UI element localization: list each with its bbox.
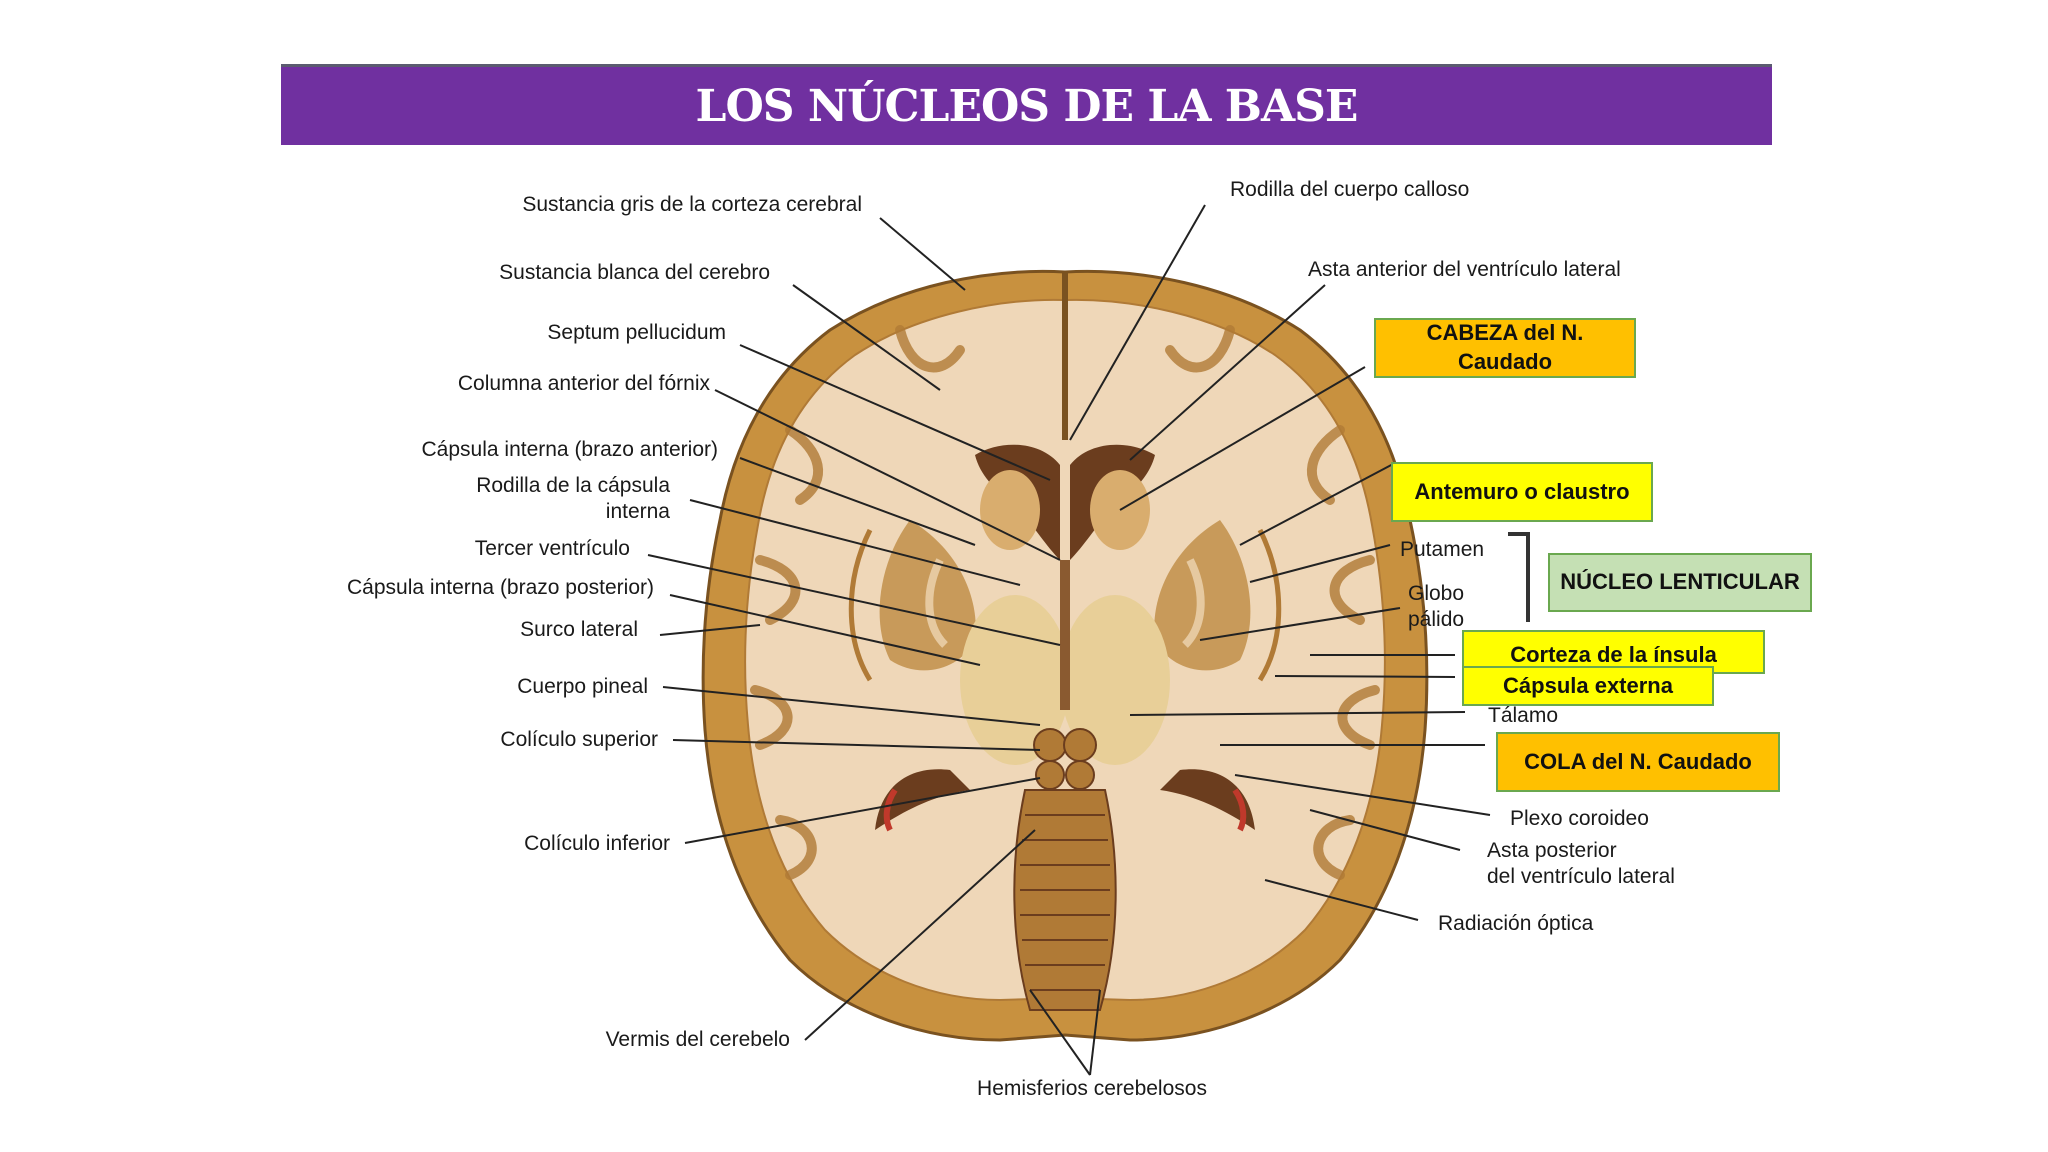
box-nucleo-lenticular: NÚCLEO LENTICULAR [1548,553,1812,612]
label-globo-1: Globo [1408,582,1464,605]
thalamus-left [960,595,1070,765]
box-capsula-externa: Cápsula externa [1462,666,1714,706]
label-coliculo-inferior: Colículo inferior [524,832,670,855]
label-tercer-ventriculo: Tercer ventrículo [475,537,630,560]
label-asta-posterior-2: del ventrículo lateral [1487,865,1675,888]
label-rodilla-capsula-1: Rodilla de la cápsula [476,474,670,497]
label-radiacion: Radiación óptica [1438,912,1594,935]
label-globo-2: pálido [1408,608,1464,631]
cerebellar-vermis [1013,789,1117,1011]
slide-title: LOS NÚCLEOS DE LA BASE [695,80,1359,132]
label-sustancia-gris: Sustancia gris de la corteza cerebral [522,193,862,216]
label-cuerpo-pineal: Cuerpo pineal [517,675,648,698]
label-capsula-posterior: Cápsula interna (brazo posterior) [347,576,654,599]
box-cola-caudado: COLA del N. Caudado [1496,732,1780,792]
title-bar: LOS NÚCLEOS DE LA BASE [281,64,1772,145]
label-septum: Septum pellucidum [547,321,726,344]
label-capsula-anterior: Cápsula interna (brazo anterior) [422,438,718,461]
label-rodilla-calloso: Rodilla del cuerpo calloso [1230,178,1469,201]
label-asta-posterior-1: Asta posterior [1487,839,1617,862]
leader-lines [647,204,1491,1076]
label-vermis: Vermis del cerebelo [606,1028,790,1051]
box-antemuro: Antemuro o claustro [1391,462,1653,522]
label-talamo: Tálamo [1488,704,1558,727]
brain-section [701,269,1429,1042]
label-coliculo-superior: Colículo superior [500,728,658,751]
label-surco-lateral: Surco lateral [520,618,638,641]
label-rodilla-capsula-2: interna [606,500,671,523]
label-plexo: Plexo coroideo [1510,807,1649,830]
label-asta-anterior: Asta anterior del ventrículo lateral [1308,258,1621,281]
label-hemisferios: Hemisferios cerebelosos [977,1077,1207,1100]
label-sustancia-blanca: Sustancia blanca del cerebro [499,261,770,284]
box-cabeza-caudado: CABEZA del N. Caudado [1374,318,1636,378]
thalamus-right [1060,595,1170,765]
label-columna-fornix: Columna anterior del fórnix [458,372,711,395]
label-putamen: Putamen [1400,538,1484,561]
